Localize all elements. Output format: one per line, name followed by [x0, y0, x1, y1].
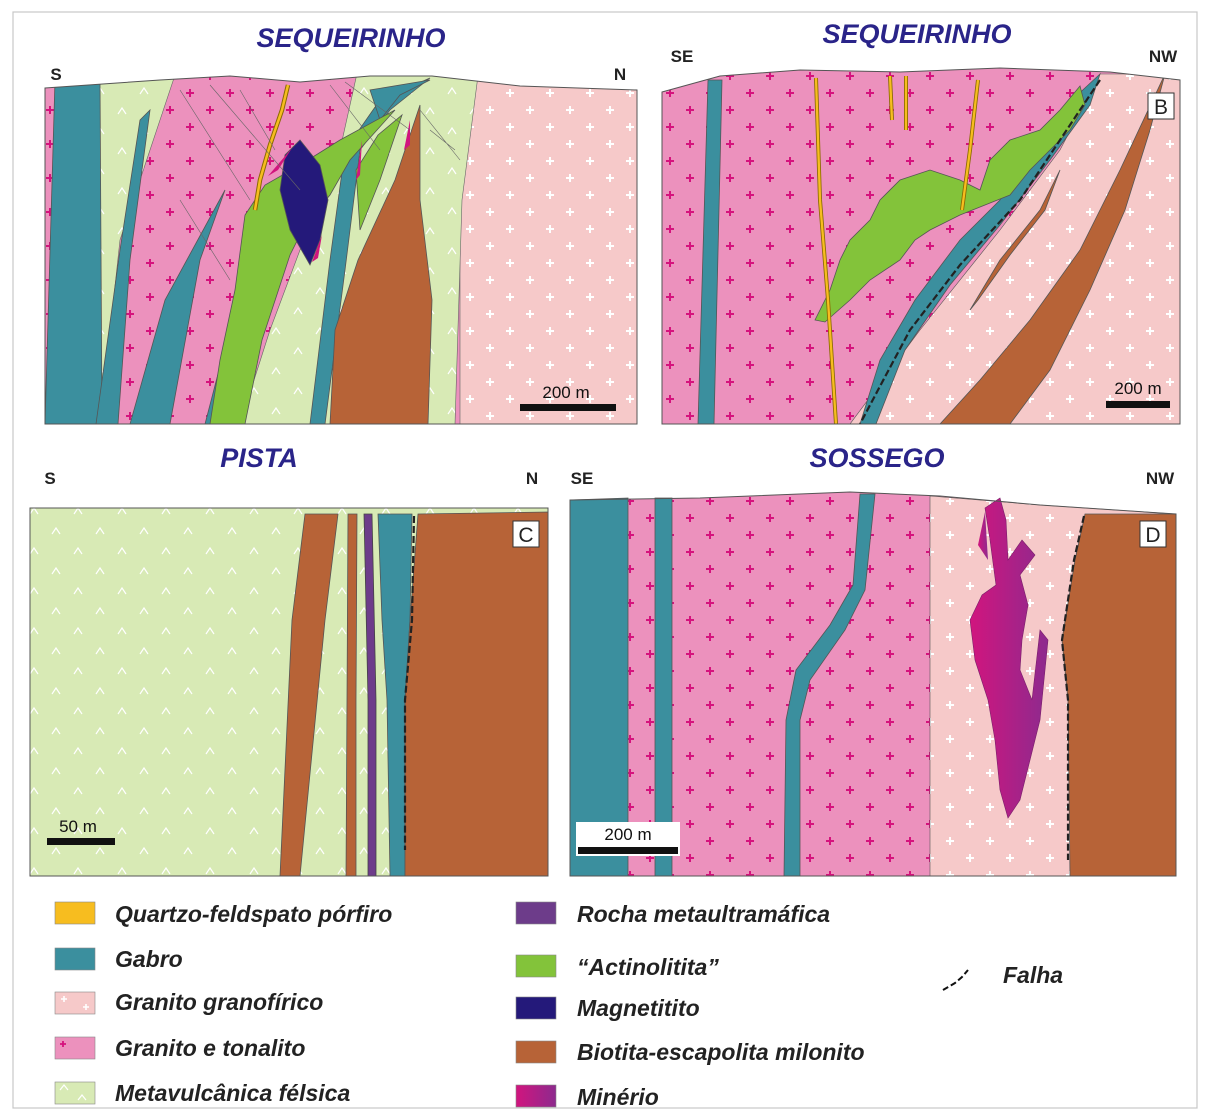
scale-label: 200 m — [604, 825, 651, 844]
scale-label: 200 m — [542, 383, 589, 402]
scale-bar — [520, 404, 616, 411]
section-c — [30, 508, 548, 876]
section-c-title: PISTA — [220, 443, 298, 473]
section-b-letter-box: B — [1148, 93, 1174, 119]
granito-swatch — [55, 1037, 95, 1059]
section-b-scale-bar: 200 m — [1106, 379, 1170, 408]
scale-bar — [1106, 401, 1170, 408]
granofirico-swatch — [55, 992, 95, 1014]
gabro-swatch — [55, 948, 95, 970]
section-d-letter-box: D — [1140, 521, 1166, 547]
section-b — [662, 60, 1192, 430]
section-a-right-orientation: N — [614, 65, 626, 84]
legend-item-magnetitito: Magnetitito — [516, 995, 700, 1021]
scale-label: 50 m — [59, 817, 97, 836]
gabro-band-1 — [45, 80, 102, 424]
legend-label: “Actinolitita” — [577, 954, 719, 980]
section-b-letter: B — [1154, 96, 1168, 119]
section-a — [45, 60, 640, 430]
milonito-band-3 — [405, 512, 548, 876]
section-d-scale-bar: 200 m — [576, 822, 680, 856]
gabro-band-1 — [570, 498, 628, 876]
legend-label: Falha — [1003, 962, 1063, 988]
minerio-swatch — [516, 1085, 556, 1107]
section-d — [570, 492, 1176, 876]
legend-label: Rocha metaultramáfica — [577, 901, 830, 927]
legend-label: Quartzo-feldspato pórfiro — [115, 901, 392, 927]
milonito-band — [1062, 514, 1176, 876]
legend-label: Gabro — [115, 946, 183, 972]
section-d-title: SOSSEGO — [809, 443, 944, 473]
section-c-letter-box: C — [513, 521, 539, 547]
scale-bar — [578, 847, 678, 854]
actinolitita-swatch — [516, 955, 556, 977]
legend-label: Granito e tonalito — [115, 1035, 305, 1061]
section-a-left-orientation: S — [50, 65, 61, 84]
section-b-right-orientation: NW — [1149, 47, 1178, 66]
legend-label: Metavulcânica félsica — [115, 1080, 350, 1106]
legend-item-minerio: Minério — [516, 1084, 659, 1110]
section-b-title: SEQUEIRINHO — [822, 19, 1011, 49]
legend: Quartzo-feldspato pórfiro Gabro Granito … — [55, 901, 1063, 1110]
milonito-band-2 — [346, 514, 357, 876]
section-c-left-orientation: S — [44, 469, 55, 488]
legend-item-metavulcanica: Metavulcânica félsica — [55, 1080, 350, 1106]
scale-label: 200 m — [1114, 379, 1161, 398]
legend-item-falha: Falha — [943, 962, 1063, 990]
legend-label: Biotita-escapolita milonito — [577, 1039, 865, 1065]
gabro-band-2 — [655, 498, 672, 876]
legend-item-milonito: Biotita-escapolita milonito — [516, 1039, 865, 1065]
section-d-right-orientation: NW — [1146, 469, 1175, 488]
legend-label: Minério — [577, 1084, 659, 1110]
section-d-left-orientation: SE — [571, 469, 594, 488]
section-c-right-orientation: N — [526, 469, 538, 488]
ultramafica-swatch — [516, 902, 556, 924]
porfiro-swatch — [55, 902, 95, 924]
fault-icon — [943, 970, 968, 990]
legend-item-gabro: Gabro — [55, 946, 183, 972]
section-a-title: SEQUEIRINHO — [256, 23, 445, 53]
legend-item-actinolitita: “Actinolitita” — [516, 954, 719, 980]
scale-bar — [47, 838, 115, 845]
legend-item-ultramafica: Rocha metaultramáfica — [516, 901, 830, 927]
milonito-swatch — [516, 1041, 556, 1063]
legend-label: Magnetitito — [577, 995, 700, 1021]
metavulcanica-swatch — [55, 1082, 95, 1104]
legend-label: Granito granofírico — [115, 989, 323, 1015]
section-b-left-orientation: SE — [671, 47, 694, 66]
section-d-letter: D — [1145, 524, 1160, 547]
legend-item-granito: Granito e tonalito — [55, 1035, 305, 1061]
legend-item-granofirico: Granito granofírico — [55, 989, 323, 1015]
section-c-letter: C — [518, 524, 533, 547]
legend-item-porfiro: Quartzo-feldspato pórfiro — [55, 901, 392, 927]
magnetitito-swatch — [516, 997, 556, 1019]
granofirico-body — [460, 60, 640, 430]
